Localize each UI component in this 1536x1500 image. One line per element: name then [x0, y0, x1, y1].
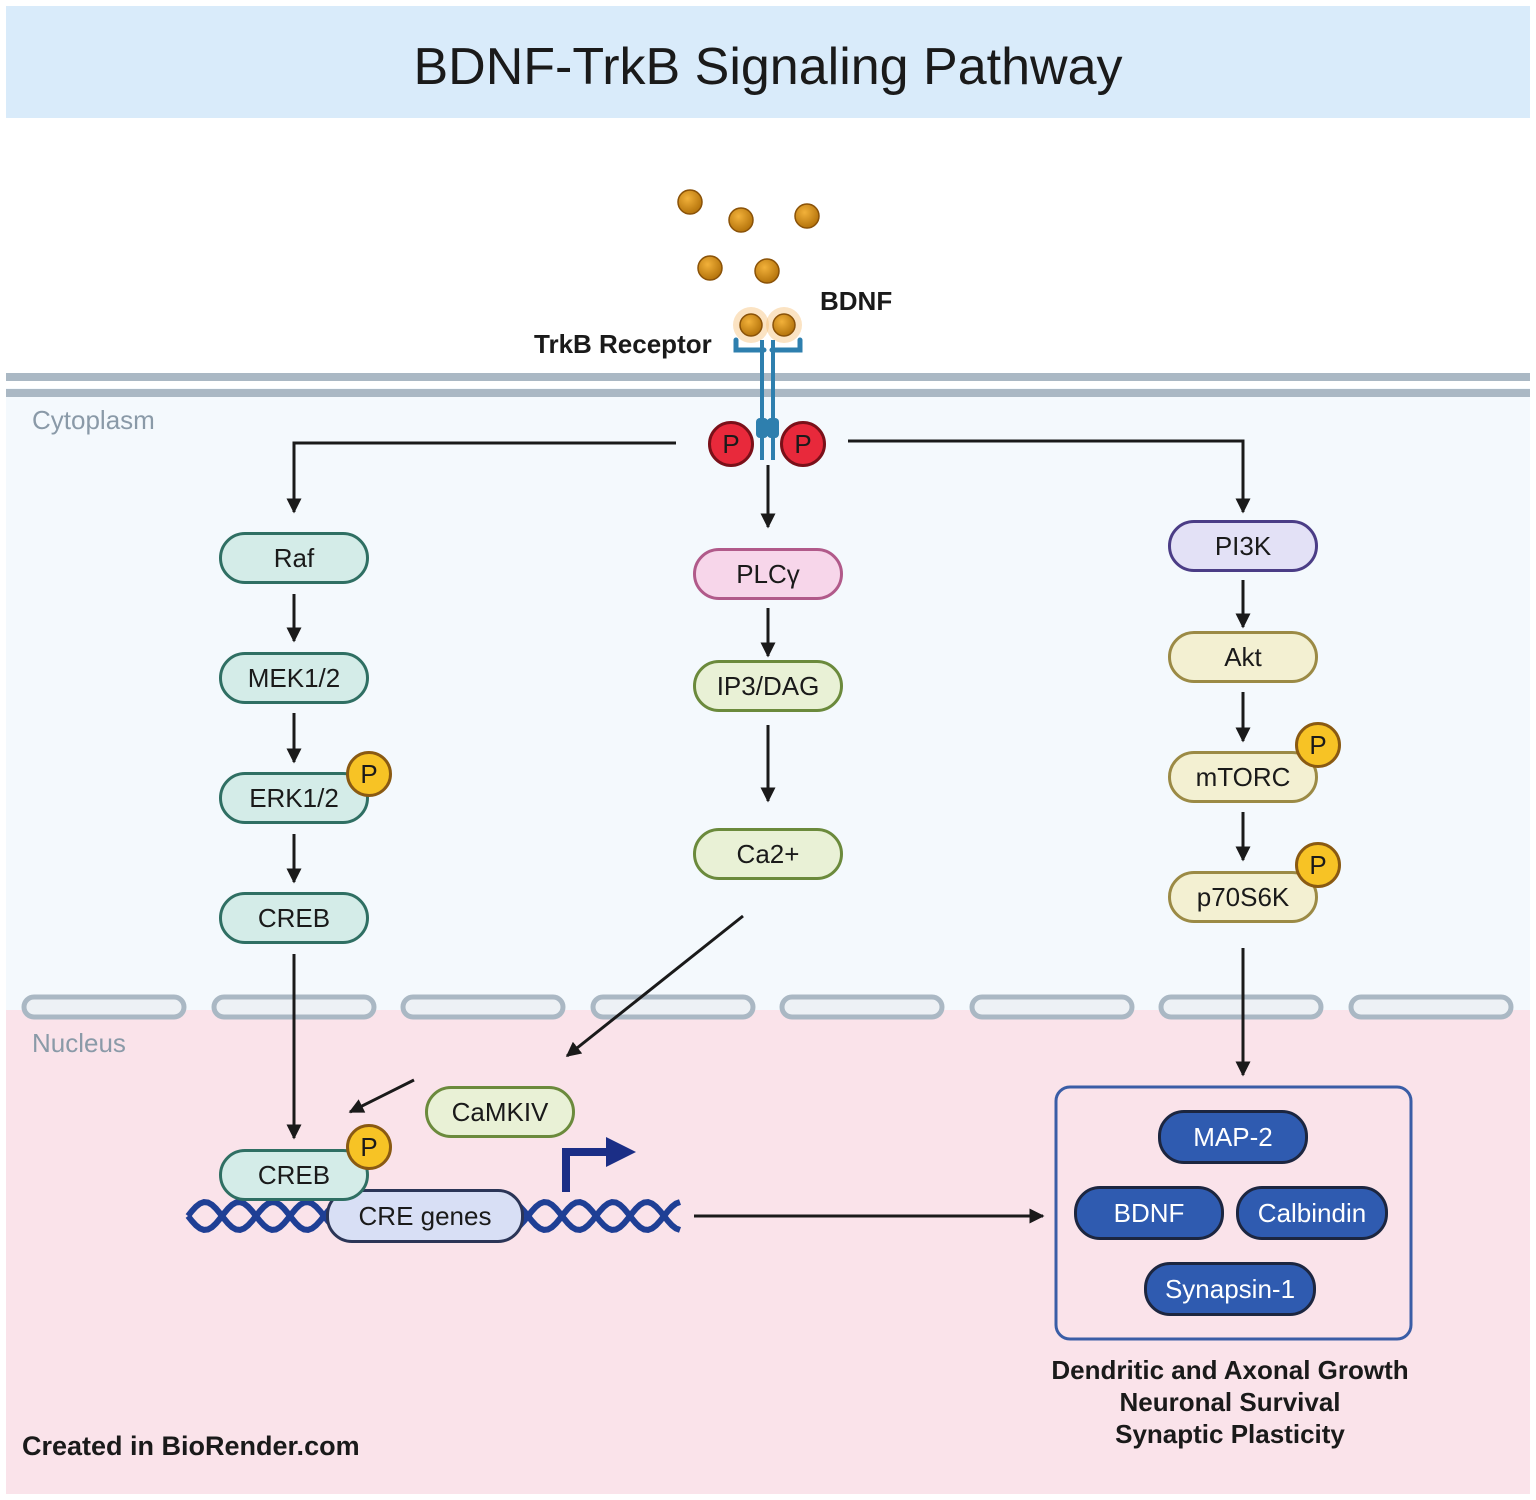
target-gene-bdnf: BDNF	[1074, 1186, 1224, 1240]
cytoplasm-label: Cytoplasm	[32, 405, 155, 435]
transcription-start-arrow	[562, 1137, 636, 1192]
node-camkiv: CaMKIV	[425, 1086, 575, 1138]
arrow-ca-to-camkiv	[565, 914, 744, 1058]
creb-phospho-badge: P	[346, 1124, 392, 1170]
target-gene-synapsin1: Synapsin-1	[1144, 1262, 1316, 1316]
node-akt: Akt	[1168, 631, 1318, 683]
node-calcium: Ca2+	[693, 828, 843, 880]
outcomes-list: Dendritic and Axonal Growth Neuronal Sur…	[1030, 1354, 1430, 1450]
plasma-membrane	[6, 373, 1530, 397]
node-raf: Raf	[219, 532, 369, 584]
bdnf-ligand-label: BDNF	[820, 286, 893, 316]
node-plcg: PLCγ	[693, 548, 843, 600]
trkb-receptor-label: TrkB Receptor	[534, 329, 712, 359]
page-title: BDNF-TrkB Signaling Pathway	[413, 38, 1123, 96]
outcome-survival: Neuronal Survival	[1119, 1387, 1341, 1417]
target-gene-calbindin: Calbindin	[1236, 1186, 1388, 1240]
receptor-phospho-right: P	[780, 421, 826, 467]
node-mtorc: mTORC	[1168, 751, 1318, 803]
receptor-phospho-left: P	[708, 421, 754, 467]
trkb-receptor	[733, 307, 803, 460]
node-p70s6k: p70S6K	[1168, 871, 1318, 923]
nucleus-label: Nucleus	[32, 1028, 126, 1058]
cre-genes-box: CRE genes	[326, 1189, 524, 1243]
node-pi3k: PI3K	[1168, 520, 1318, 572]
bdnf-particles	[677, 189, 820, 284]
mtorc-phospho-badge: P	[1295, 722, 1341, 768]
target-genes-box	[1054, 1085, 1413, 1341]
node-creb-cytoplasm: CREB	[219, 892, 369, 944]
node-mek: MEK1/2	[219, 652, 369, 704]
arrow-camkiv-to-creb	[348, 1078, 415, 1114]
node-erk: ERK1/2	[219, 772, 369, 824]
node-ip3-dag: IP3/DAG	[693, 660, 843, 712]
node-creb-nucleus: CREB	[219, 1149, 369, 1201]
target-gene-map2: MAP-2	[1158, 1110, 1308, 1164]
erk-phospho-badge: P	[346, 751, 392, 797]
pathway-arrows	[286, 439, 1251, 1224]
header-band	[6, 6, 1530, 118]
outcome-growth: Dendritic and Axonal Growth	[1051, 1355, 1409, 1385]
p70s6k-phospho-badge: P	[1295, 842, 1341, 888]
nucleus-region	[6, 1010, 1530, 1494]
arrow-receptor-to-raf	[286, 441, 676, 514]
biorender-credit: Created in BioRender.com	[22, 1431, 360, 1461]
arrow-receptor-to-pi3k	[848, 439, 1251, 514]
outcome-plasticity: Synaptic Plasticity	[1115, 1419, 1345, 1449]
nuclear-envelope	[21, 994, 1514, 1020]
